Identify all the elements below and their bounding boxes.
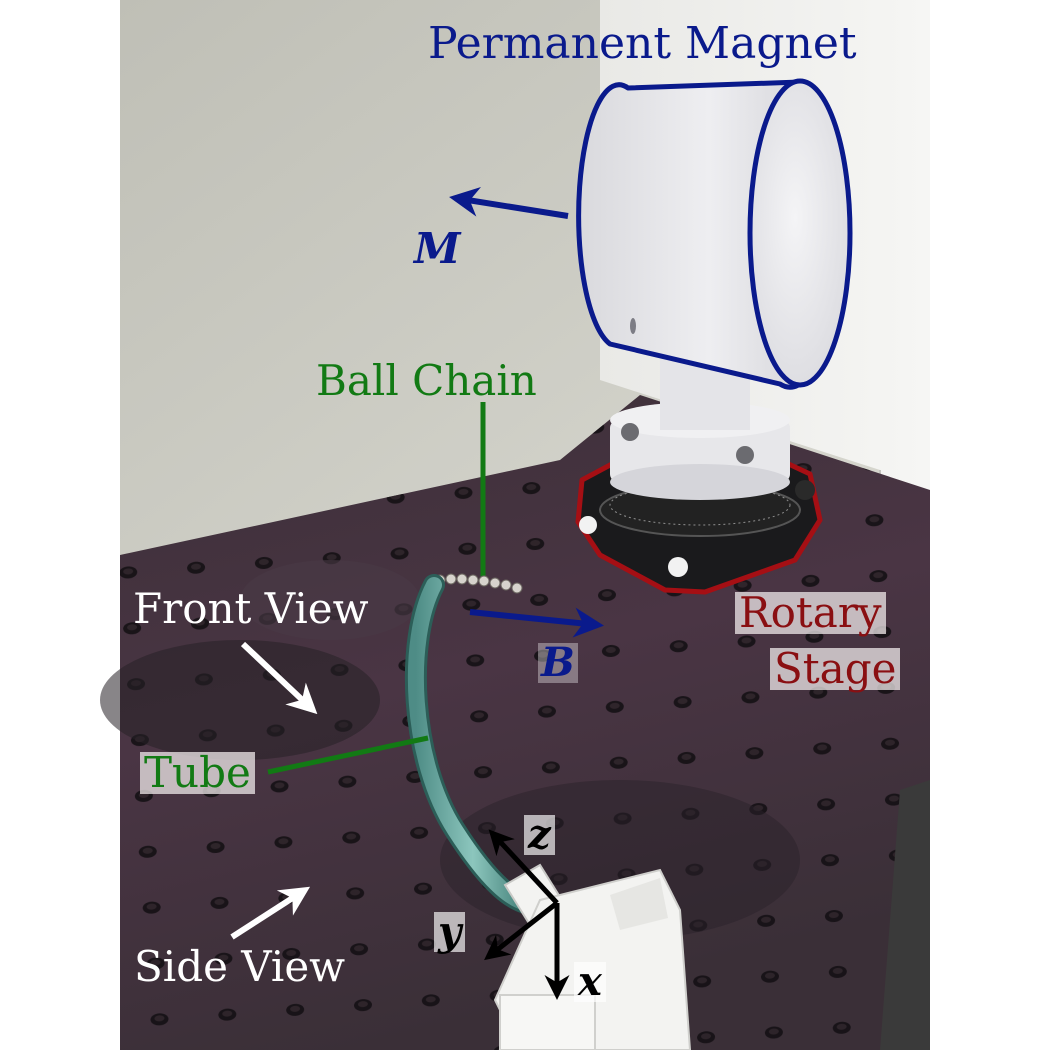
permanent-magnet — [576, 78, 853, 390]
front-view-arrow — [240, 641, 318, 715]
coordinate-axes — [484, 829, 570, 1000]
field-arrow — [469, 607, 604, 638]
rotary-stage-label-line2: Stage — [770, 648, 901, 690]
axis-y-label: y — [434, 912, 466, 952]
rotary-stage-label-line1: Rotary — [735, 592, 886, 634]
m-vector-label: M — [414, 224, 461, 273]
b-field-label: B — [538, 643, 578, 683]
magnetization-arrow — [449, 186, 569, 219]
magnet-stand — [610, 330, 790, 500]
side-view-label: Side View — [134, 942, 346, 991]
tube-leader — [267, 735, 429, 775]
magnet-label: Permanent Magnet — [428, 18, 857, 69]
y-axis-arrow — [484, 901, 559, 961]
tube-label: Tube — [140, 752, 255, 794]
side-view-arrow — [230, 886, 311, 940]
z-axis-arrow — [488, 829, 559, 905]
axis-x-label: x — [574, 962, 606, 1002]
front-view-label: Front View — [133, 584, 369, 633]
axis-z-label: z — [524, 815, 555, 855]
ball-chain-label: Ball Chain — [316, 356, 537, 405]
